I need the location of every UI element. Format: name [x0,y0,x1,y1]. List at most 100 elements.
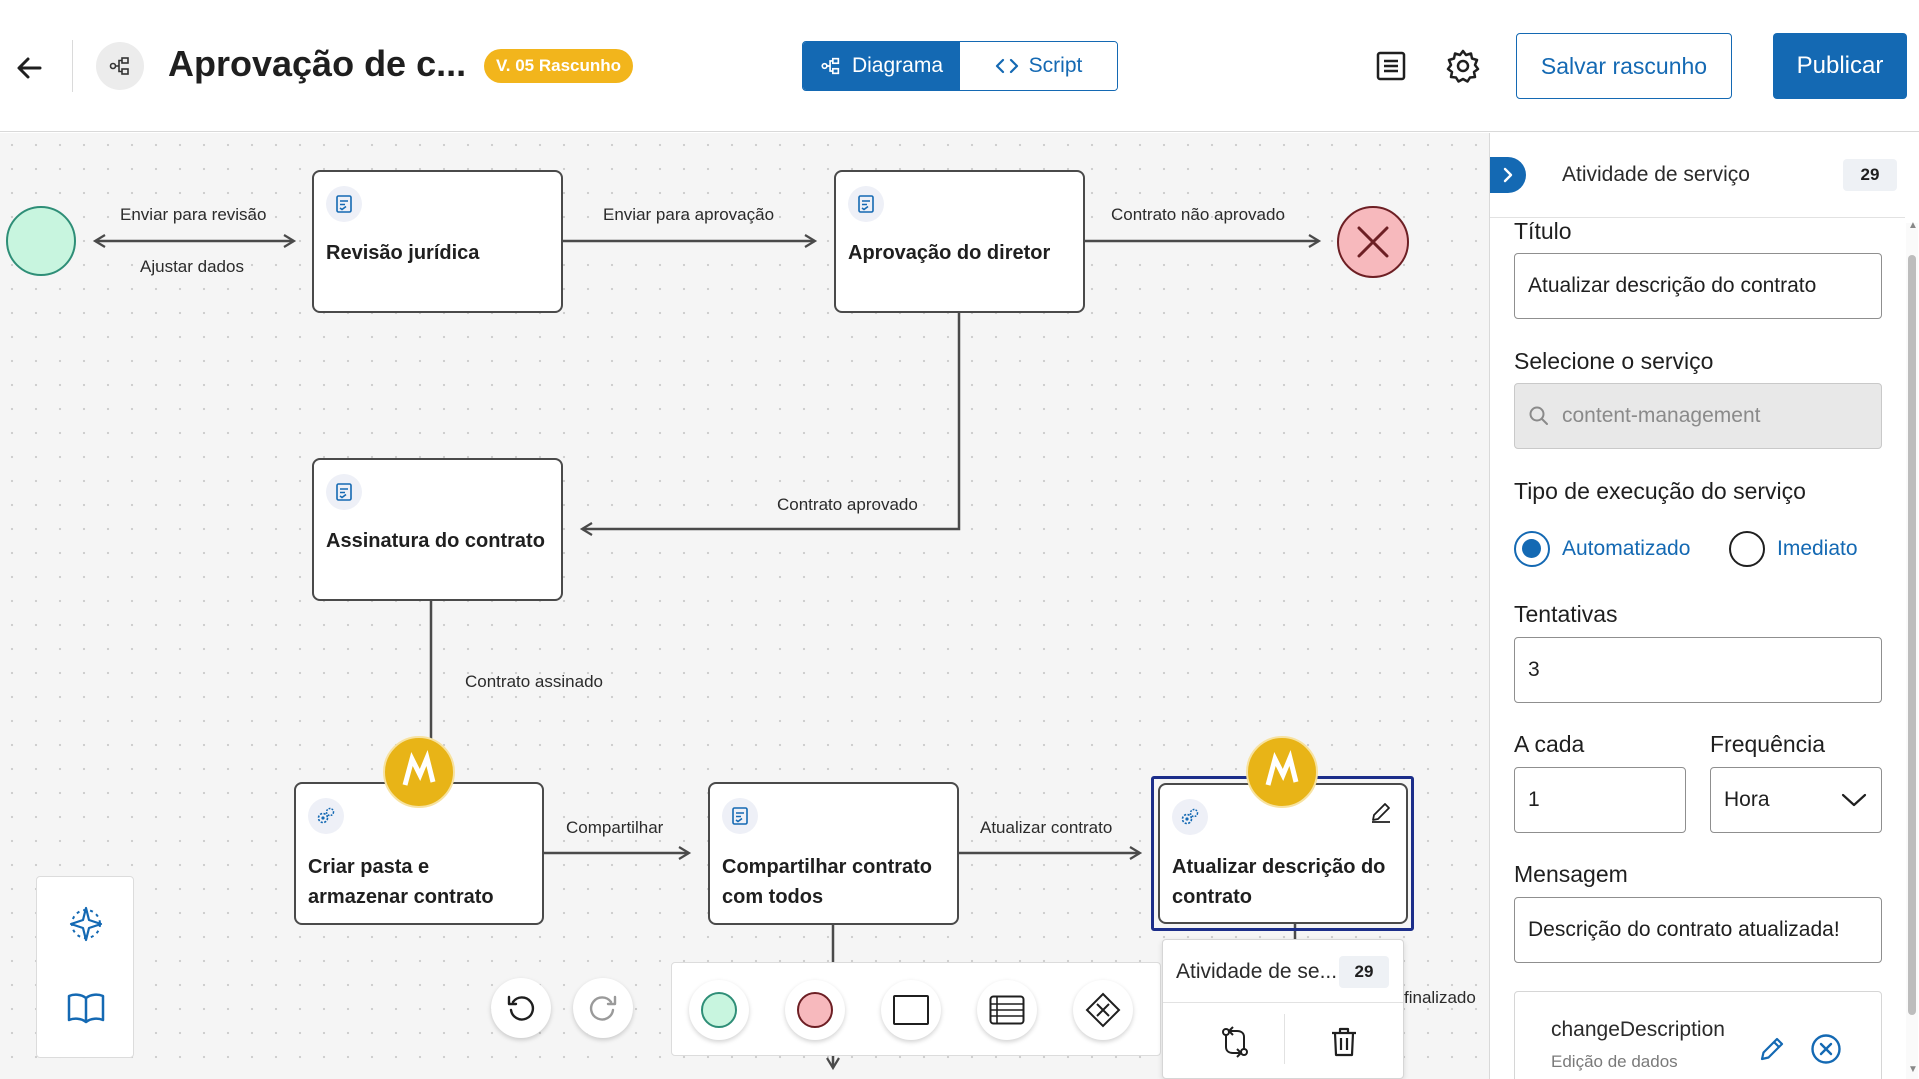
edge-label-approved: Contrato aprovado [777,495,918,514]
node-revisao-juridica[interactable]: Revisão jurídica [312,170,563,313]
node-assinatura-contrato[interactable]: Assinatura do contrato [312,458,563,601]
connect-button[interactable] [1213,1020,1257,1064]
code-icon [995,58,1018,74]
radio-label: Imediato [1777,537,1858,560]
gear-icon [1446,49,1480,83]
radio-checked-icon [1514,531,1550,567]
save-draft-button[interactable]: Salvar rascunho [1516,33,1732,99]
node-label: Assinatura do contrato [326,530,545,552]
node-label: Atualizar descrição do contrato [1172,856,1386,908]
chevron-down-icon [1841,793,1867,807]
properties-panel: Atividade de serviço 29 Título Atualizar… [1489,133,1919,1079]
edit-pencil-button[interactable] [1368,799,1394,825]
title-input[interactable]: Atualizar descrição do contrato [1514,253,1882,319]
every-input[interactable]: 1 [1514,767,1686,833]
divider [1284,1014,1285,1064]
shape-palette [671,962,1161,1056]
edge-label-send-review: Enviar para revisão [120,205,267,224]
add-form-button[interactable] [977,980,1037,1040]
action-type: Edição de dados [1551,1052,1678,1071]
panel-title: Atividade de serviço [1562,163,1750,186]
undo-icon [507,995,535,1021]
settings-button[interactable] [1443,46,1483,86]
form-icon [848,186,884,222]
message-label: Mensagem [1514,861,1628,887]
lightning-icon [383,736,455,808]
frequency-label: Frequência [1710,731,1826,757]
tab-script[interactable]: Script [960,42,1117,90]
node-aprovacao-diretor[interactable]: Aprovação do diretor [834,170,1085,313]
arrow-left-icon [17,57,42,79]
documentation-button[interactable] [61,983,111,1033]
flow-icon [96,42,144,90]
edge-label-not-approved: Contrato não aprovado [1111,205,1285,224]
node-context-popup: Atividade de se... 29 [1162,939,1404,1079]
sparkle-icon [69,906,103,942]
edge-label-update: Atualizar contrato [980,818,1113,837]
header-divider [72,40,73,92]
close-x-icon [1357,226,1389,258]
add-start-event-button[interactable] [689,980,749,1040]
document-icon [1376,51,1406,81]
tab-diagram[interactable]: Diagrama [803,42,960,90]
start-circle-icon [701,992,737,1028]
collapse-panel-button[interactable] [1490,157,1526,193]
left-toolbox [36,876,134,1058]
service-gears-icon [308,798,344,834]
scrollbar-thumb[interactable] [1908,255,1916,1015]
edit-action-button[interactable] [1753,1030,1791,1068]
properties-button[interactable] [1371,46,1411,86]
panel-count-badge: 29 [1843,159,1897,191]
search-icon [1529,406,1548,425]
pencil-icon [1372,803,1390,823]
add-end-event-button[interactable] [785,980,845,1040]
divider [1490,217,1905,218]
undo-button[interactable] [491,978,551,1038]
remove-action-button[interactable] [1807,1030,1845,1068]
node-compartilhar-contrato[interactable]: Compartilhar contrato com todos [708,782,959,925]
redo-icon [589,995,617,1021]
edge-approved [579,312,961,536]
scroll-up-icon[interactable]: ▲ [1908,220,1918,231]
service-label: Selecione o serviço [1514,348,1714,374]
form-icon [326,474,362,510]
diagram-canvas[interactable]: Enviar para revisão Ajustar dados Enviar… [0,133,1489,1079]
close-circle-icon [1811,1034,1841,1064]
redo-button[interactable] [573,978,633,1038]
gateway-icon [1085,992,1121,1028]
radio-imediato[interactable]: Imediato [1729,531,1858,567]
diagram-icon [821,57,840,75]
edge-label-share: Compartilhar [566,818,664,837]
node-atualizar-descricao[interactable]: Atualizar descrição do contrato [1158,783,1408,924]
back-button[interactable] [10,48,50,88]
end-error-event[interactable] [1337,206,1409,278]
radio-label: Automatizado [1562,537,1691,560]
form-icon [722,798,758,834]
radio-automatizado[interactable]: Automatizado [1514,531,1690,567]
delete-node-button[interactable] [1322,1020,1366,1064]
attempts-input[interactable]: 3 [1514,637,1882,703]
message-input[interactable]: Descrição do contrato atualizada! [1514,897,1882,963]
scroll-down-icon[interactable]: ▼ [1908,1064,1918,1075]
action-name: changeDescription [1551,1018,1725,1041]
frequency-select[interactable]: Hora [1710,767,1882,833]
view-toggle: Diagrama Script [802,41,1118,91]
frequency-value: Hora [1724,788,1770,811]
ai-assistant-button[interactable] [61,899,111,949]
add-gateway-button[interactable] [1073,980,1133,1040]
list-box-icon [989,995,1025,1025]
start-event[interactable] [6,206,76,276]
node-label: Revisão jurídica [326,242,480,264]
context-popup-count: 29 [1339,956,1389,988]
action-card: changeDescription Edição de dados [1514,991,1882,1079]
publish-button[interactable]: Publicar [1773,33,1907,99]
lightning-icon [1246,736,1318,808]
add-task-button[interactable] [881,980,941,1040]
service-select[interactable]: content-management [1514,383,1882,449]
every-label: A cada [1514,731,1585,757]
chevron-right-icon [1503,167,1513,183]
form-icon [326,186,362,222]
node-label: Aprovação do diretor [848,242,1051,264]
edge-label-finished: finalizado [1404,988,1476,1007]
service-placeholder: content-management [1562,404,1761,427]
